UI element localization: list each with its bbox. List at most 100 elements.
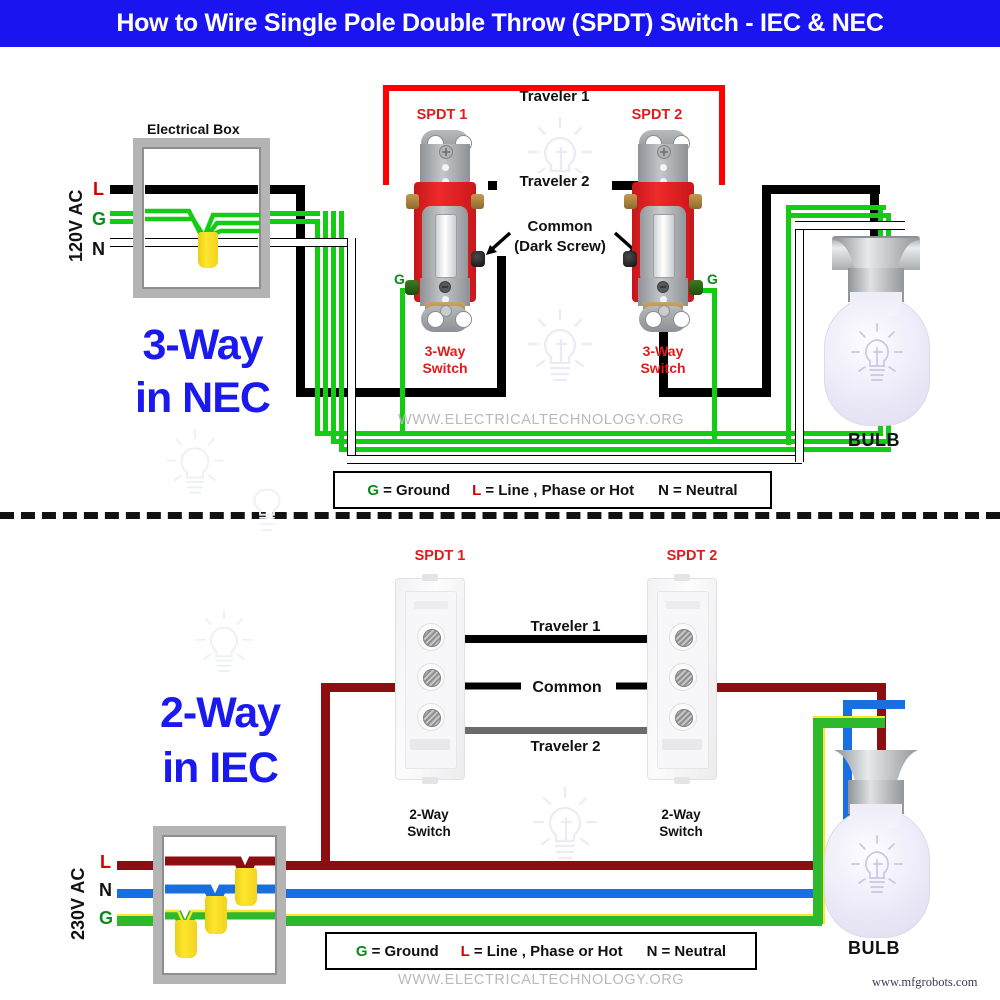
nec-switch-1[interactable] (405, 130, 485, 332)
nec-switch2-sublabel: 3-Way Switch (623, 343, 703, 377)
wire-iec-line-right (705, 683, 886, 692)
iec-switch-2[interactable] (647, 574, 717, 784)
wire-nec-ground (315, 219, 320, 436)
watermark-url-iec: WWW.ELECTRICALTECHNOLOGY.ORG (398, 972, 685, 988)
wire-nec-ground (323, 431, 883, 436)
terminal-screw-icon[interactable] (675, 709, 693, 727)
wire-iec-neutral (843, 700, 905, 709)
ground-mark-sw1: G (394, 271, 405, 287)
traveler-screw-brass[interactable] (624, 194, 637, 209)
iec-switch2-sublabel-line2: Switch (659, 824, 703, 839)
legend-iec: G = Ground L = Line , Phase or Hot N = N… (325, 932, 757, 970)
switch-ear-hole (427, 311, 444, 328)
wire-nec-ground (339, 211, 344, 452)
watermark-bulb-icon (166, 429, 224, 494)
terminal-label-g: G (92, 209, 107, 229)
traveler2-label: Traveler 2 (497, 173, 612, 190)
wire-nec-ground (331, 439, 891, 444)
wire-nut-iec-ground (175, 920, 197, 958)
terminal-traveler1[interactable] (669, 623, 697, 651)
terminal-traveler2[interactable] (417, 703, 445, 731)
terminal-label-g-iec: G (99, 908, 114, 928)
terminal-label-l: L (93, 179, 104, 199)
wire-nec-line (296, 185, 305, 397)
electrical-box-label: Electrical Box (147, 121, 240, 137)
switch-strap-hole (660, 178, 667, 185)
ground-screw-icon (658, 305, 670, 317)
nec-switch-2[interactable] (623, 130, 703, 332)
terminal-label-l-iec: L (100, 852, 111, 872)
common-label-nec-line2: (Dark Screw) (514, 238, 606, 255)
switch-base-emboss (662, 739, 702, 750)
wire-iec-line-right (266, 861, 886, 870)
switch-ear-hole (455, 311, 472, 328)
nec-switch2-sublabel-line2: Switch (640, 360, 686, 376)
legend-g-text: = Ground (383, 481, 451, 499)
ground-screw-green[interactable] (405, 280, 419, 295)
terminal-common[interactable] (417, 663, 445, 691)
wire-iec-neutral (117, 889, 852, 898)
terminal-screw-icon[interactable] (423, 709, 441, 727)
terminal-traveler2[interactable] (669, 703, 697, 731)
lamp-socket-shape-iec (834, 750, 918, 784)
ground-screw-icon (440, 305, 452, 317)
wire-nec-line (497, 256, 506, 397)
switch-toggle[interactable] (435, 214, 457, 278)
wire-nec-neutral (347, 455, 802, 464)
voltage-label-230v: 230V AC (68, 867, 88, 940)
mounting-screw-icon (439, 281, 451, 293)
wire-nec-switch2-common (762, 185, 771, 397)
spdt2-title-nec: SPDT 2 (631, 107, 683, 123)
wire-nec-ground-sw1 (400, 288, 405, 436)
terminal-common[interactable] (669, 663, 697, 691)
voltage-label-120v: 120V AC (66, 189, 86, 262)
wire-nec-ground (331, 211, 336, 444)
switch-lug-bottom (674, 777, 690, 784)
terminal-label-n-iec: N (99, 880, 112, 900)
wire-nec-neutral (795, 221, 804, 462)
legend-g-letter-iec: G (355, 942, 368, 960)
common-screw-dark[interactable] (471, 251, 485, 267)
mounting-screw-icon (439, 145, 453, 159)
bulb-label-nec: BULB (848, 430, 900, 450)
watermark-bulb-icon (532, 786, 598, 860)
switch-lug-top (422, 574, 438, 581)
terminal-label-n: N (92, 239, 105, 259)
traveler1-label-iec: Traveler 1 (508, 618, 623, 635)
switch-toggle[interactable] (653, 214, 675, 278)
common-label-iec: Common (521, 679, 613, 697)
ground-screw-green[interactable] (689, 280, 703, 295)
legend-g-text-iec: = Ground (371, 942, 439, 960)
legend-l-text: = Line , Phase or Hot (485, 481, 635, 499)
common-screw-dark[interactable] (623, 251, 637, 267)
switch-brand-emboss (414, 601, 448, 609)
nec-heading-line1: 3-Way (142, 321, 263, 369)
page-title-bar: How to Wire Single Pole Double Throw (SP… (0, 0, 1000, 47)
switch-ear-hole (673, 311, 690, 328)
switch-ear-hole (645, 311, 662, 328)
mounting-screw-icon (657, 281, 669, 293)
wire-iec-ground (117, 914, 822, 926)
spdt2-title-iec: SPDT 2 (666, 548, 718, 564)
traveler-screw-brass[interactable] (406, 194, 419, 209)
wire-iec-ground (813, 716, 825, 924)
lamp-bulb-neck-nec (850, 292, 902, 316)
terminal-traveler1[interactable] (417, 623, 445, 651)
iec-switch1-sublabel-line2: Switch (407, 824, 451, 839)
legend-n-letter-iec: N (646, 942, 658, 960)
traveler-screw-brass[interactable] (689, 194, 702, 209)
legend-l-letter-iec: L (460, 942, 470, 960)
terminal-screw-icon[interactable] (423, 669, 441, 687)
traveler-loop-box-left-leg (383, 179, 389, 185)
traveler-screw-brass[interactable] (471, 194, 484, 209)
terminal-screw-icon[interactable] (675, 669, 693, 687)
terminal-screw-icon[interactable] (675, 629, 693, 647)
nec-switch1-sublabel-line1: 3-Way (424, 343, 466, 359)
iec-switch-1[interactable] (395, 574, 465, 784)
nec-switch2-sublabel-line1: 3-Way (642, 343, 684, 359)
legend-g-letter: G (367, 481, 380, 499)
wire-nec-ground (786, 205, 886, 210)
wire-iec-line (321, 683, 431, 692)
wire-iec-line (321, 683, 330, 870)
terminal-screw-icon[interactable] (423, 629, 441, 647)
